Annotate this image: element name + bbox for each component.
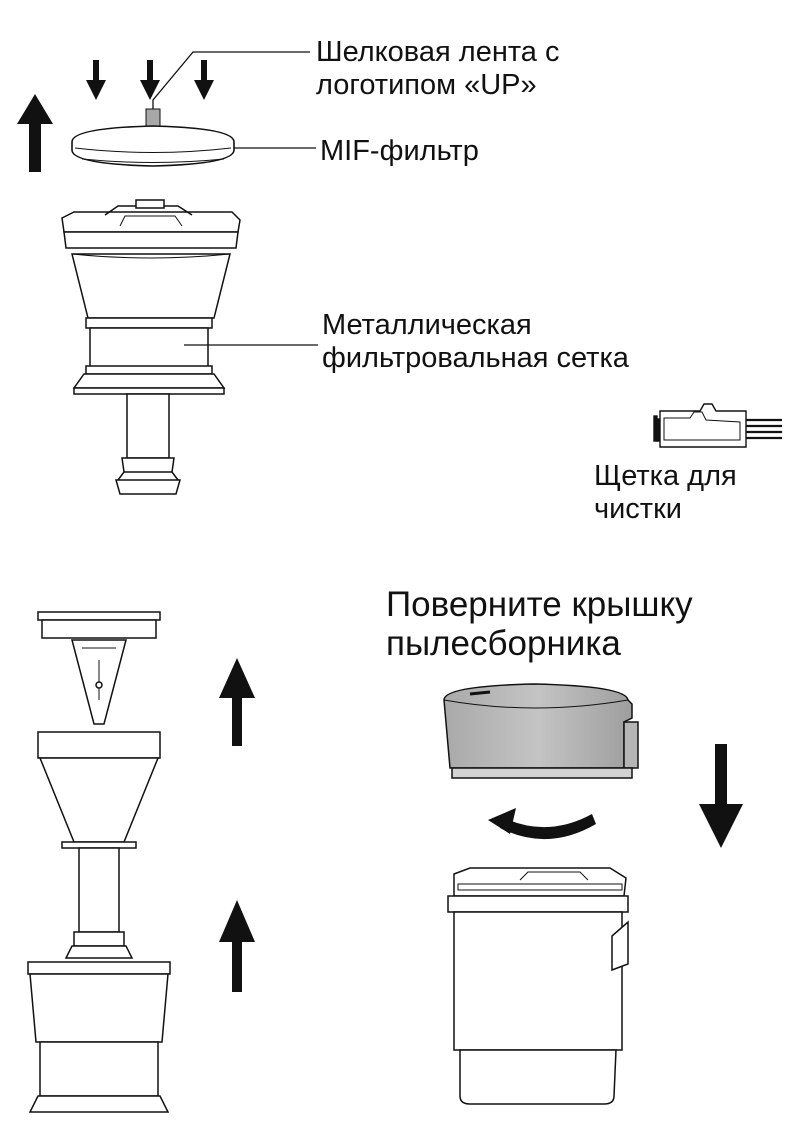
metal-mesh-label: Металлическая фильтровальная сетка xyxy=(322,309,629,376)
silk-ribbon-label-line1: Шелковая лента с xyxy=(316,36,560,68)
rotate-arrow-icon xyxy=(488,808,596,840)
mif-filter-label: MIF-фильтр xyxy=(320,135,479,167)
cyclone-assembly xyxy=(27,611,171,1113)
arrow-up-icon xyxy=(219,658,255,746)
silk-ribbon-label: Шелковая лента с логотипом «UP» xyxy=(316,36,559,103)
cleaning-brush-icon xyxy=(653,403,782,448)
mif-filter-disc xyxy=(71,125,316,167)
arrow-down-icon xyxy=(140,60,160,100)
dust-container-lid xyxy=(443,683,639,779)
brush-label-line1: Щетка для xyxy=(594,460,737,492)
arrow-down-icon xyxy=(86,60,106,100)
arrow-up-icon xyxy=(219,900,255,992)
arrow-down-icon xyxy=(699,744,743,848)
dust-container xyxy=(447,867,629,1105)
arrow-down-icon xyxy=(194,60,214,100)
metal-mesh-label-line1: Металлическая xyxy=(322,309,532,341)
instruction-label: Поверните крышку пылесборника xyxy=(386,585,693,663)
brush-label-line2: чистки xyxy=(594,493,682,526)
metal-filter-mesh xyxy=(61,199,318,495)
instruction-label-line2: пылесборника xyxy=(386,624,621,664)
instruction-label-line1: Поверните крышку xyxy=(386,585,693,624)
silk-ribbon xyxy=(145,51,310,127)
brush-label: Щетка для чистки xyxy=(594,460,737,527)
silk-ribbon-label-line2: логотипом «UP» xyxy=(316,69,537,102)
metal-mesh-label-line2: фильтровальная сетка xyxy=(322,342,629,375)
arrow-up-icon xyxy=(17,94,53,172)
